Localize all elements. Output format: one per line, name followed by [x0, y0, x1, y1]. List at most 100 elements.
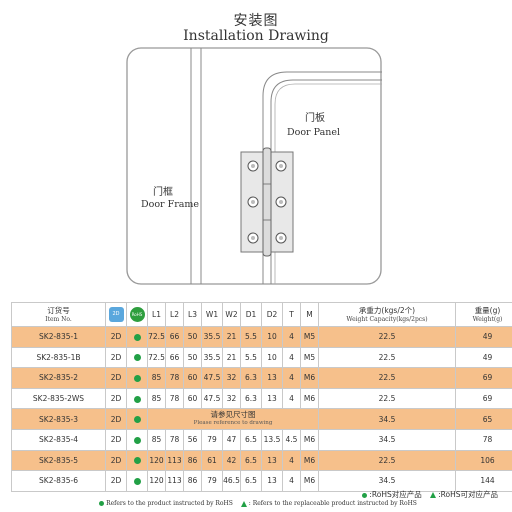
dim-t-cell: 4.5 — [282, 428, 301, 451]
dim-t-cell: 4 — [282, 449, 301, 472]
header-l2: L2 — [165, 302, 184, 327]
title-english: Installation Drawing — [183, 28, 329, 44]
dim-l2-cell: 66 — [165, 346, 184, 369]
legend-rohs-en: Refers to the product instructed by RoHS… — [0, 500, 512, 507]
dim-d1-cell: 6.5 — [240, 449, 262, 472]
dim-l2-cell: 78 — [165, 428, 184, 451]
dim-l2-cell: 78 — [165, 387, 184, 410]
dim-d1-cell: 6.5 — [240, 428, 262, 451]
dim-l2-cell: 78 — [165, 367, 184, 389]
dim-t-cell: 4 — [282, 470, 301, 492]
2d-cell: 2D — [105, 449, 127, 472]
item-no-cell: SK2-835-3 — [11, 408, 106, 430]
replaceable-triangle-icon — [430, 492, 437, 498]
dim-w2-cell: 46.5 — [222, 470, 241, 492]
header-t: T — [282, 302, 301, 327]
rohs-dot-icon — [133, 457, 141, 465]
rohs-cell — [126, 470, 148, 492]
dim-l3-cell: 50 — [183, 346, 202, 369]
capacity-cell: 22.5 — [318, 449, 456, 472]
dim-w1-cell: 61 — [201, 449, 223, 472]
dim-m-cell: M5 — [300, 326, 319, 348]
rohs-dot-icon — [133, 477, 141, 485]
header-weight: 重量(g)Weight(g) — [455, 302, 512, 327]
rohs-dot-icon — [362, 492, 368, 498]
dim-d1-cell: 5.5 — [240, 326, 262, 348]
dim-t-cell: 4 — [282, 326, 301, 348]
capacity-cell: 22.5 — [318, 387, 456, 410]
dim-w2-cell: 32 — [222, 367, 241, 389]
title-chinese: 安装图 — [233, 13, 279, 29]
dim-l2-cell: 113 — [165, 449, 184, 472]
dim-t-cell: 4 — [282, 387, 301, 410]
weight-cell: 69 — [455, 387, 512, 410]
dim-w2-cell: 47 — [222, 428, 241, 451]
rohs-cell — [126, 326, 148, 348]
rohs-dot-icon — [133, 333, 141, 341]
rohs-cell — [126, 387, 148, 410]
header-capacity: 承重力(kgs/2个)Weight Capacity(kgs/2pcs) — [318, 302, 456, 327]
dim-d1-cell: 5.5 — [240, 346, 262, 369]
dim-w1-cell: 35.5 — [201, 326, 223, 348]
dim-l3-cell: 50 — [183, 326, 202, 348]
dim-l3-cell: 86 — [183, 449, 202, 472]
dim-m-cell: M6 — [300, 367, 319, 389]
dim-w2-cell: 32 — [222, 387, 241, 410]
dim-d2-cell: 10 — [261, 326, 283, 348]
door-frame-label-en: Door Frame — [141, 199, 199, 210]
2d-cell: 2D — [105, 428, 127, 451]
dim-d2-cell: 13 — [261, 470, 283, 492]
replaceable-triangle-icon — [240, 500, 247, 507]
2d-cell: 2D — [105, 346, 127, 369]
dim-w1-cell: 35.5 — [201, 346, 223, 369]
dim-w1-cell: 79 — [201, 428, 223, 451]
dim-d2-cell: 13 — [261, 387, 283, 410]
dim-m-cell: M6 — [300, 387, 319, 410]
installation-drawing: 门板 Door Panel 门框 Door Frame — [126, 47, 382, 285]
dim-l3-cell: 60 — [183, 387, 202, 410]
dim-w2-cell: 21 — [222, 326, 241, 348]
dim-l1-cell: 72.5 — [147, 346, 166, 369]
capacity-cell: 34.5 — [318, 470, 456, 492]
rohs-leaf-icon: RoHS — [129, 307, 145, 322]
item-no-cell: SK2-835-1 — [11, 326, 106, 348]
item-no-cell: SK2-835-4 — [11, 428, 106, 451]
rohs-cell — [126, 346, 148, 369]
dim-d1-cell: 6.5 — [240, 470, 262, 492]
header-2d-icon: 2D — [105, 302, 127, 327]
dim-t-cell: 4 — [282, 367, 301, 389]
dim-w2-cell: 21 — [222, 346, 241, 369]
2d-file-icon: 2D — [108, 307, 124, 322]
dim-l1-cell: 120 — [147, 449, 166, 472]
dim-m-cell: M6 — [300, 470, 319, 492]
header-d1: D1 — [240, 302, 262, 327]
dim-w1-cell: 47.5 — [201, 367, 223, 389]
weight-cell: 144 — [455, 470, 512, 492]
dim-l3-cell: 86 — [183, 470, 202, 492]
rohs-dot-icon — [99, 501, 105, 506]
rohs-dot-icon — [133, 374, 141, 382]
rohs-dot-icon — [133, 354, 141, 362]
item-no-cell: SK2-835-5 — [11, 449, 106, 472]
2d-cell: 2D — [105, 326, 127, 348]
dim-l1-cell: 120 — [147, 470, 166, 492]
dim-l1-cell: 85 — [147, 428, 166, 451]
item-no-cell: SK2-835-2 — [11, 367, 106, 389]
dim-m-cell: M6 — [300, 449, 319, 472]
capacity-cell: 34.5 — [318, 408, 456, 430]
weight-cell: 69 — [455, 367, 512, 389]
header-rohs-icon: RoHS — [126, 302, 148, 327]
dim-m-cell: M6 — [300, 428, 319, 451]
hinge-drawing — [240, 147, 294, 257]
dim-l2-cell: 66 — [165, 326, 184, 348]
rohs-cell — [126, 449, 148, 472]
legend-rohs-cn: :RoHS对应产品 :RoHS可对应产品 — [358, 489, 498, 500]
